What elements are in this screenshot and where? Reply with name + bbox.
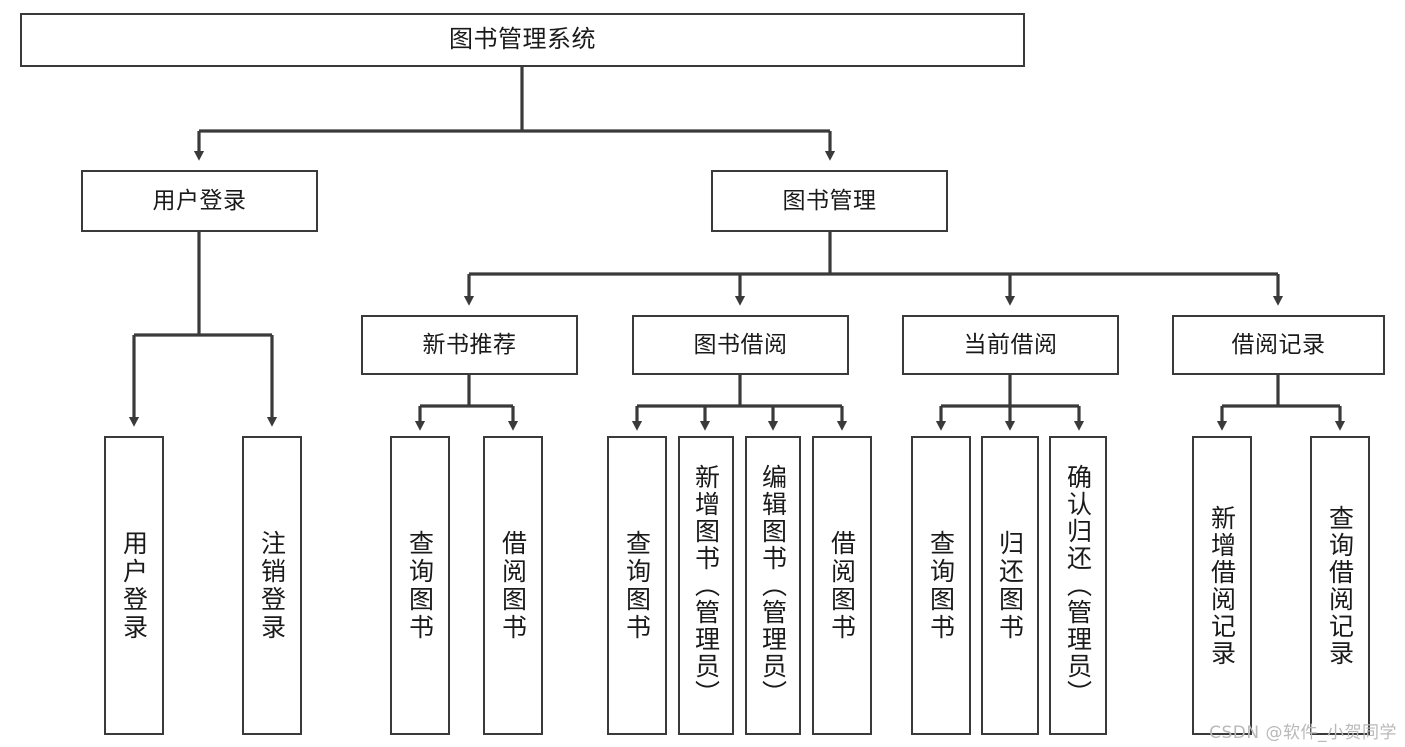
leaf-current-query-book[interactable]: 查询图书 xyxy=(911,436,971,735)
node-label: 图书借阅 xyxy=(693,331,788,358)
leaf-borrow-borrow-book[interactable]: 借阅图书 xyxy=(812,436,872,735)
node-book-management[interactable]: 图书管理 xyxy=(711,170,948,232)
node-label: 新增借阅记录 xyxy=(1207,504,1237,667)
leaf-borrow-query-book[interactable]: 查询图书 xyxy=(607,436,667,735)
leaf-borrow-edit-book-admin[interactable]: 编辑图书（管理员） xyxy=(745,436,801,735)
node-label: 当前借阅 xyxy=(963,331,1058,358)
leaf-current-confirm-return-admin[interactable]: 确认归还（管理员） xyxy=(1049,436,1107,735)
leaf-current-return-book[interactable]: 归还图书 xyxy=(981,436,1039,735)
node-label: 查询图书 xyxy=(405,529,435,642)
node-label: 图书管理 xyxy=(782,187,877,214)
node-label: 查询图书 xyxy=(622,529,652,642)
leaf-user-login-login[interactable]: 用户登录 xyxy=(104,436,164,735)
node-label: 查询图书 xyxy=(926,529,956,642)
node-label: 借阅记录 xyxy=(1231,331,1326,358)
node-book-borrow[interactable]: 图书借阅 xyxy=(632,315,849,375)
node-label: 确认归还（管理员） xyxy=(1063,464,1093,707)
leaf-new-book-borrow[interactable]: 借阅图书 xyxy=(483,436,543,735)
leaf-records-query-record[interactable]: 查询借阅记录 xyxy=(1310,436,1370,735)
node-label: 查询借阅记录 xyxy=(1325,504,1355,667)
node-new-book-recommend[interactable]: 新书推荐 xyxy=(361,315,578,375)
node-root-system[interactable]: 图书管理系统 xyxy=(20,13,1025,67)
leaf-new-book-query[interactable]: 查询图书 xyxy=(390,436,450,735)
csdn-watermark: CSDN @软件_小贺同学 xyxy=(1209,723,1397,743)
node-label: 新增图书（管理员） xyxy=(691,464,721,707)
node-label: 编辑图书（管理员） xyxy=(758,464,788,707)
node-label: 新书推荐 xyxy=(422,331,517,358)
node-label: 用户登录 xyxy=(119,529,149,642)
node-user-login[interactable]: 用户登录 xyxy=(81,170,318,232)
node-label: 归还图书 xyxy=(995,529,1025,642)
node-label: 图书管理系统 xyxy=(449,25,596,54)
node-label: 用户登录 xyxy=(152,187,247,214)
leaf-borrow-add-book-admin[interactable]: 新增图书（管理员） xyxy=(678,436,734,735)
node-current-borrow[interactable]: 当前借阅 xyxy=(902,315,1119,375)
leaf-records-add-record[interactable]: 新增借阅记录 xyxy=(1192,436,1252,735)
node-label: 借阅图书 xyxy=(498,529,528,642)
node-borrow-records[interactable]: 借阅记录 xyxy=(1172,315,1385,375)
node-label: 注销登录 xyxy=(257,529,287,642)
leaf-user-login-logout[interactable]: 注销登录 xyxy=(242,436,302,735)
node-label: 借阅图书 xyxy=(827,529,857,642)
